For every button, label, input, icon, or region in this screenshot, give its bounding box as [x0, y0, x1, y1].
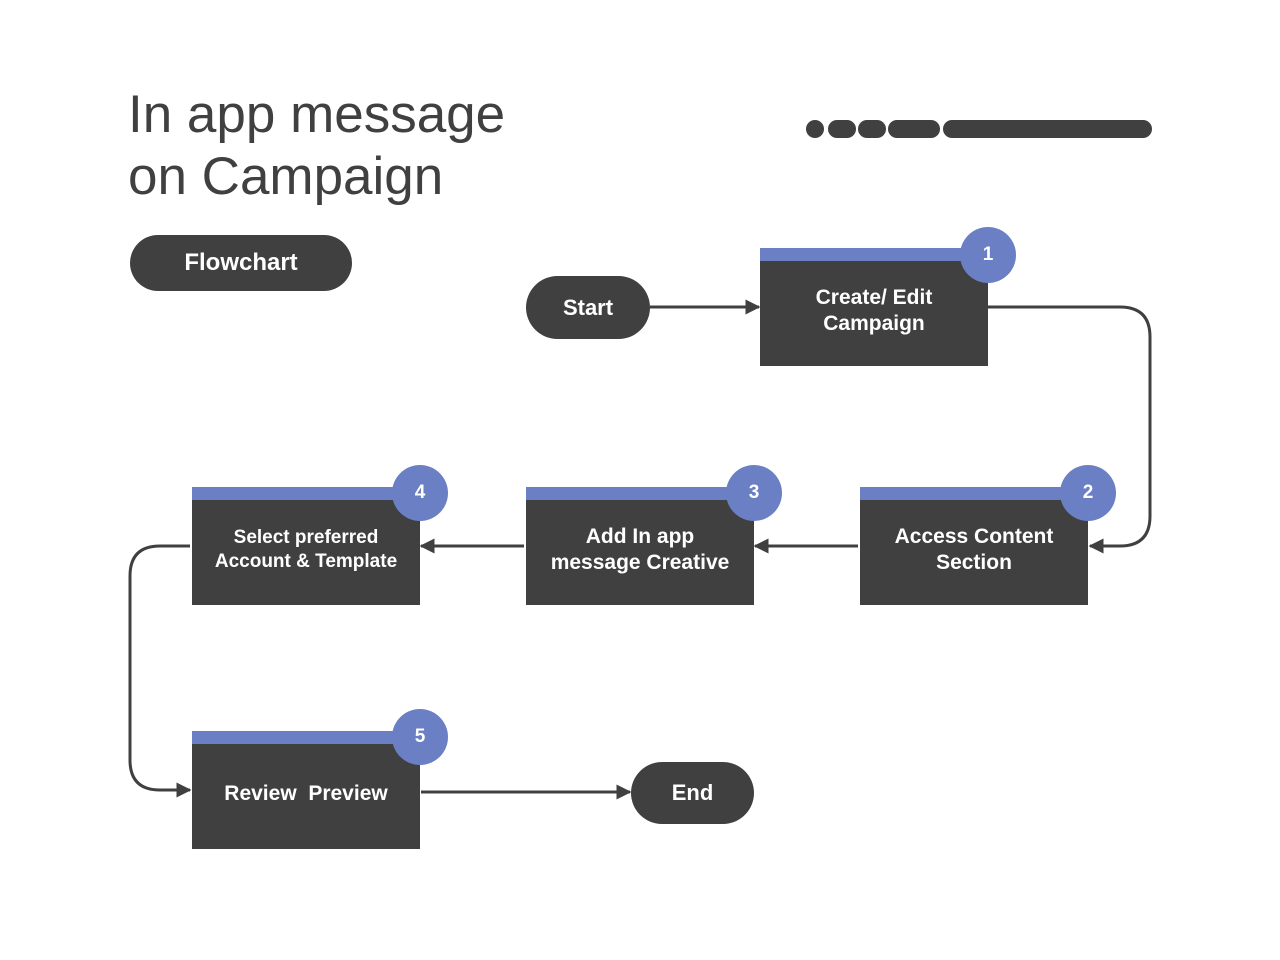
step-4-box: Select preferred Account & Template [192, 487, 420, 605]
step-5-box: Review Preview [192, 731, 420, 849]
progress-dot [888, 120, 940, 138]
step-2-label: Access Content Section [894, 524, 1054, 574]
arrow-step-1-to-step-2 [988, 305, 1152, 554]
progress-dot [828, 120, 856, 138]
title-line-1: In app message [128, 85, 506, 144]
step-2-badge: 2 [1060, 465, 1116, 521]
step-5-label: Review Preview [224, 781, 388, 805]
arrow-step-4-to-step-5 [128, 544, 192, 798]
progress-dots [806, 120, 1152, 138]
step-5-badge: 5 [392, 709, 448, 765]
step-3-box: Add In app message Creative [526, 487, 754, 605]
step-2-box: Access Content Section [860, 487, 1088, 605]
step-4-badge: 4 [392, 465, 448, 521]
progress-bar [943, 120, 1152, 138]
title-line-2: on Campaign [128, 147, 444, 206]
step-4-label: Select preferred Account & Template [214, 526, 398, 572]
progress-dot [858, 120, 886, 138]
step-1-badge: 1 [960, 227, 1016, 283]
step-3-badge: 3 [726, 465, 782, 521]
page-title: In app message on Campaign [128, 84, 505, 208]
progress-dot [806, 120, 824, 138]
start-terminator: Start [526, 276, 650, 339]
flowchart-tag: Flowchart [130, 235, 352, 291]
step-1-box: Create/ Edit Campaign [760, 248, 988, 366]
step-1-label: Create/ Edit Campaign [815, 285, 933, 335]
end-terminator: End [631, 762, 754, 824]
step-3-label: Add In app message Creative [550, 524, 730, 574]
